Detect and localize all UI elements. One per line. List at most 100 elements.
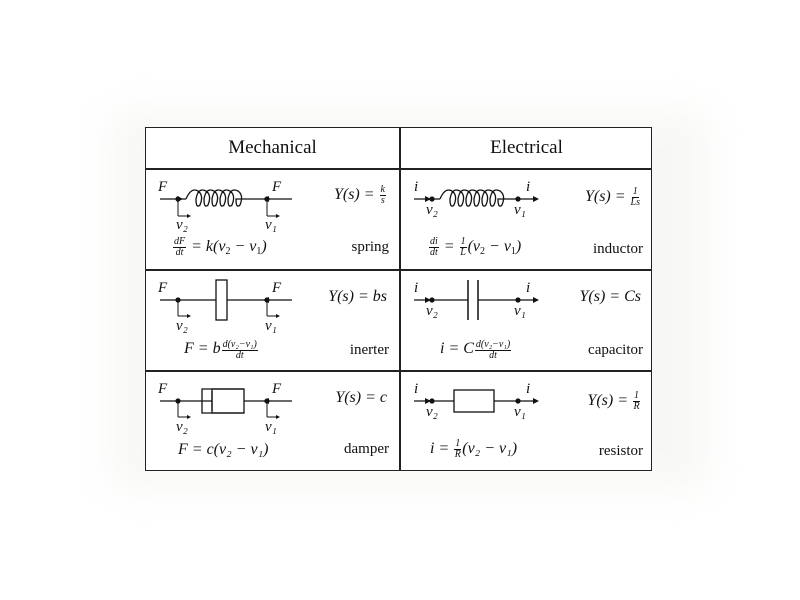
inductor-y-den: Ls: [630, 197, 640, 208]
force-label-left: F: [158, 179, 168, 195]
current-label-left: i: [414, 179, 419, 195]
current-label-right: i: [526, 179, 531, 195]
inductor-eq-tail: − v: [485, 238, 511, 256]
resistor-y-num: 1: [633, 390, 640, 402]
v1-label: v₁: [265, 217, 277, 233]
force-label-right: F: [272, 381, 282, 397]
v2-label: v₂: [426, 404, 438, 420]
spring-eq-sub1: 1: [256, 246, 262, 258]
inductor-y-prefix: Y(s) =: [584, 188, 630, 206]
inductor-eq-lnum: di: [429, 236, 439, 248]
v2-label: v₂: [426, 202, 438, 218]
v2-label: v₂: [176, 217, 188, 233]
inductor-eq-lden: dt: [430, 247, 438, 258]
header-divider: [146, 168, 651, 170]
label-inductor: inductor: [593, 241, 643, 257]
v1-label: v₁: [514, 202, 526, 218]
inerter-eq-frac: d(v₂−v₁)dt: [221, 339, 258, 361]
spring-eq-num: dF: [173, 236, 187, 248]
spring-diagram: [160, 189, 292, 218]
analogy-table: Mechanical Electrical F F v₂ v₁ Y(s) = k…: [145, 127, 652, 471]
capacitor-eq-num: d(v₂−v₁): [474, 339, 512, 351]
resistor-eq-left: i =: [430, 440, 454, 458]
inductor-eq-rden: L: [460, 247, 466, 258]
resistor-eq-den: R: [454, 449, 461, 460]
spring-y-den: s: [380, 195, 385, 206]
spring-eq-tail: − v: [230, 238, 257, 256]
capacitor-eq-left: i = C: [440, 340, 474, 357]
current-label-right: i: [526, 381, 531, 397]
force-label-right: F: [272, 179, 282, 195]
inductor-eq-end: ): [515, 238, 522, 256]
header-electrical: Electrical: [490, 137, 563, 158]
inductor-eq-mid: =: [443, 238, 459, 256]
current-label-left: i: [414, 280, 419, 296]
current-label-left: i: [414, 381, 419, 397]
force-label-right: F: [272, 280, 282, 296]
resistor-eq-right: (v₂ − v₁): [462, 440, 518, 458]
inductor-eq-rnum: 1: [459, 236, 467, 248]
inerter-transfer: Y(s) = bs: [328, 288, 387, 305]
force-label-left: F: [158, 280, 168, 296]
label-resistor: resistor: [598, 443, 643, 459]
v1-label: v₁: [514, 404, 526, 420]
spring-eq-right: = k(v: [191, 238, 226, 256]
label-damper: damper: [344, 441, 389, 457]
v1-label: v₁: [265, 318, 277, 334]
label-inerter: inerter: [349, 342, 389, 358]
damper-transfer: Y(s) = c: [335, 389, 387, 406]
inerter-eq-den: dt: [235, 350, 244, 361]
inerter-eq-num: d(v₂−v₁): [221, 339, 258, 351]
capacitor-eq-frac: d(v₂−v₁)dt: [474, 339, 512, 361]
inductor-eq-sub1: 1: [510, 246, 516, 258]
inerter-diagram: [160, 279, 292, 321]
inductor-y-num: 1: [631, 186, 639, 198]
column-divider: [399, 128, 401, 470]
label-spring: spring: [351, 239, 390, 255]
inductor-eq-sub2: 2: [480, 246, 486, 258]
header-mechanical: Mechanical: [228, 137, 317, 158]
current-label-right: i: [526, 280, 531, 296]
resistor-eq-num: 1: [454, 438, 462, 450]
spring-eq-sub2: 2: [225, 246, 231, 258]
row-divider-1: [146, 269, 651, 271]
label-capacitor: capacitor: [588, 342, 643, 358]
spring-y-prefix: Y(s) =: [333, 186, 379, 204]
resistor-y-prefix: Y(s) =: [587, 392, 632, 410]
capacitor-transfer: Y(s) = Cs: [579, 288, 641, 305]
spring-eq-end: ): [261, 238, 267, 256]
v1-label: v₁: [514, 303, 526, 319]
inductor-eq-right: (v: [467, 238, 481, 256]
spring-eq-den: dt: [175, 247, 184, 258]
v2-label: v₂: [176, 419, 188, 435]
inerter-eq-left: F = b: [184, 340, 221, 357]
v2-label: v₂: [176, 318, 188, 334]
cell-damper: F F v₂ v₁ Y(s) = c F = c(v₂ − v₁) damper: [146, 371, 399, 471]
capacitor-diagram: [414, 280, 539, 320]
v1-label: v₁: [265, 419, 277, 435]
force-label-left: F: [158, 381, 168, 397]
capacitor-eq-den: dt: [489, 350, 497, 361]
v2-label: v₂: [426, 303, 438, 319]
damper-equation: F = c(v₂ − v₁): [178, 441, 269, 458]
